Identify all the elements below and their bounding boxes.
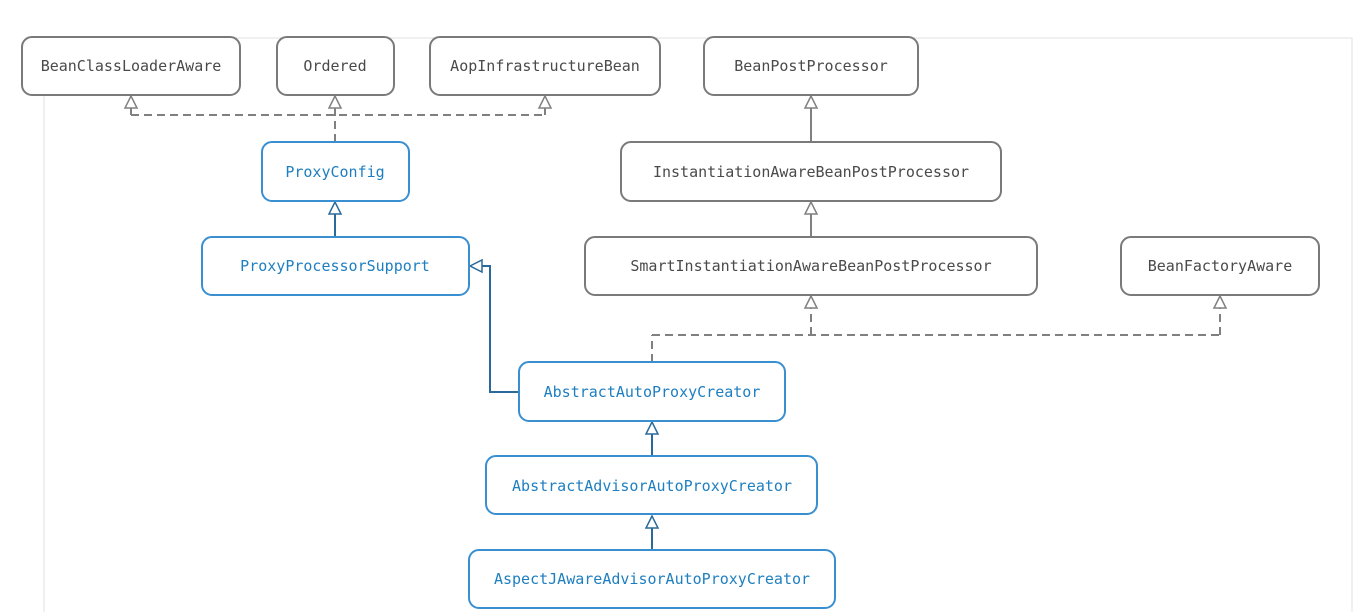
node-aspectjawareadvisorautoproxycreator[interactable]: AspectJAwareAdvisorAutoProxyCreator	[468, 549, 836, 609]
node-label: AspectJAwareAdvisorAutoProxyCreator	[494, 570, 810, 588]
edge-arrow-beanclassloaderaware	[123, 94, 139, 109]
node-label: SmartInstantiationAwareBeanPostProcessor	[630, 257, 991, 275]
edge-arrow-beanfactoryaware	[1212, 294, 1228, 309]
edge-arrow-abstractadvisorautoproxycreator	[644, 514, 660, 529]
nodes: BeanClassLoaderAware Ordered AopInfrastr…	[21, 36, 1320, 609]
node-abstractadvisorautoproxycreator[interactable]: AbstractAdvisorAutoProxyCreator	[485, 455, 818, 515]
node-instantiationawarebeanpostprocessor[interactable]: InstantiationAwareBeanPostProcessor	[620, 141, 1002, 202]
edge-arrow-smartinstantiationaware	[803, 294, 819, 309]
edge-arrow-beanpostprocessor	[803, 94, 819, 109]
node-beanfactoryaware[interactable]: BeanFactoryAware	[1120, 236, 1320, 296]
edge-proxyconfig-implements	[130, 108, 546, 142]
node-ordered[interactable]: Ordered	[276, 36, 395, 96]
node-label: Ordered	[303, 57, 366, 75]
node-label: BeanFactoryAware	[1148, 257, 1293, 275]
diagram-frame	[43, 37, 1353, 612]
edge-arrow-instantiationaware	[803, 200, 819, 215]
edge-arrow-abstractautoproxycreator	[644, 420, 660, 435]
edge-arrow-proxyconfig	[327, 200, 343, 215]
edges	[123, 94, 1228, 550]
node-proxyconfig[interactable]: ProxyConfig	[261, 141, 410, 202]
node-label: ProxyProcessorSupport	[240, 257, 430, 275]
node-abstractautoproxycreator[interactable]: AbstractAutoProxyCreator	[518, 361, 786, 422]
edge-abstractautoproxycreator-extends-proxyprocessorsupport	[482, 265, 519, 393]
edge-abstractautoproxycreator-implements	[651, 308, 1221, 362]
edge-arrow-aopinfrastructurebean	[537, 94, 553, 109]
node-proxyprocessorsupport[interactable]: ProxyProcessorSupport	[201, 236, 470, 296]
node-label: BeanClassLoaderAware	[41, 57, 222, 75]
edge-arrow-ordered	[327, 94, 343, 109]
node-label: InstantiationAwareBeanPostProcessor	[653, 163, 969, 181]
node-label: AbstractAdvisorAutoProxyCreator	[512, 477, 792, 495]
node-smartinstantiationawarebeanpostprocessor[interactable]: SmartInstantiationAwareBeanPostProcessor	[584, 236, 1038, 296]
node-aopinfrastructurebean[interactable]: AopInfrastructureBean	[429, 36, 661, 96]
edge-arrow-proxyprocessorsupport	[468, 258, 483, 274]
node-label: BeanPostProcessor	[734, 57, 888, 75]
node-label: ProxyConfig	[285, 163, 384, 181]
node-beanclassloaderaware[interactable]: BeanClassLoaderAware	[21, 36, 241, 96]
node-label: AbstractAutoProxyCreator	[544, 383, 761, 401]
node-label: AopInfrastructureBean	[450, 57, 640, 75]
node-beanpostprocessor[interactable]: BeanPostProcessor	[703, 36, 919, 96]
